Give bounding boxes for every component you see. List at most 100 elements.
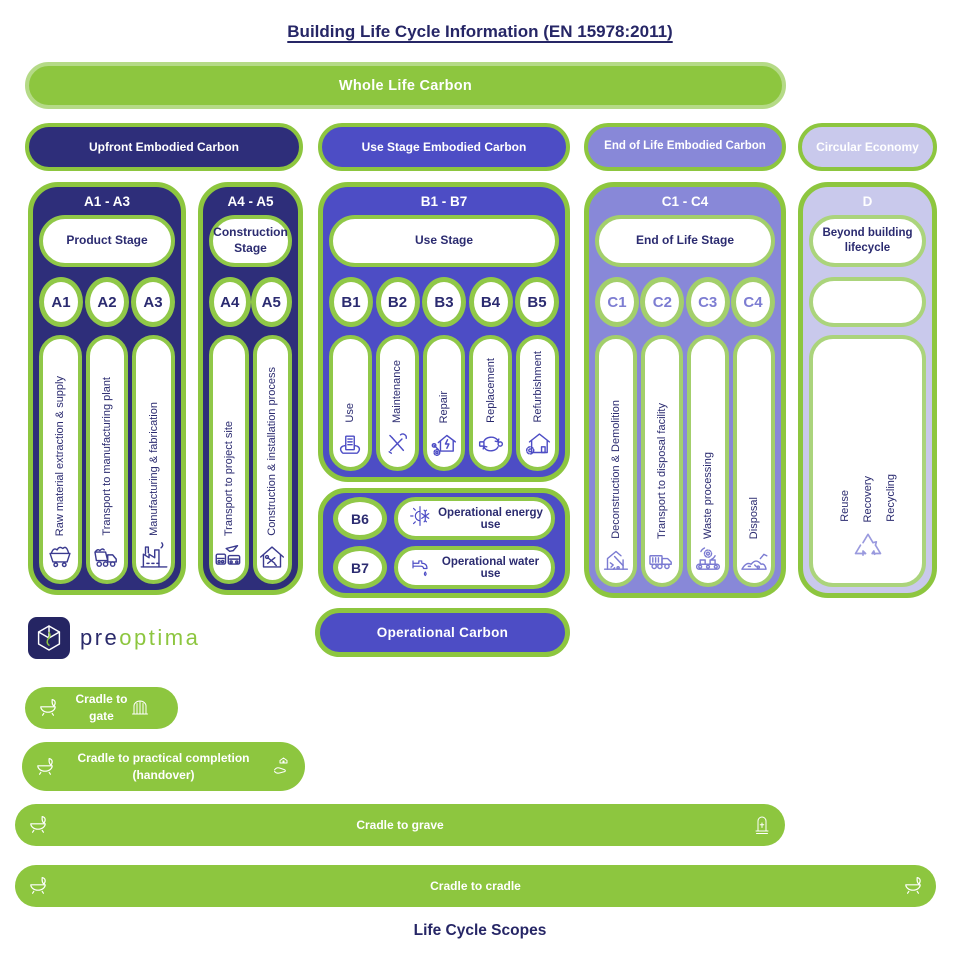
column-code: C1 - C4: [661, 194, 709, 209]
column-code: D: [862, 194, 873, 209]
d-label-reuse: Reuse: [838, 490, 851, 522]
pill-b4: Replacement: [469, 335, 513, 471]
module-pills: Raw material extraction & supply Transpo…: [39, 335, 176, 584]
stage-label: Product Stage: [66, 233, 148, 248]
module-circles: B1 B2 B3 B4 B5: [329, 277, 559, 327]
pill-a3: Manufacturing & fabrication: [132, 335, 176, 584]
header-circular-economy: Circular Economy: [798, 123, 937, 171]
module-circles: C1 C2 C3 C4: [595, 277, 775, 327]
pill-b2: Maintenance: [375, 335, 419, 471]
wrench-hand-icon: [380, 426, 414, 462]
d-label-recycling: Recycling: [884, 474, 897, 522]
module-pills: Deconstruction & Demolition Transport to…: [595, 335, 775, 587]
header-upfront-embodied-carbon: Upfront Embodied Carbon: [25, 123, 303, 171]
operational-carbon-label: Operational Carbon: [376, 625, 509, 640]
header-end-of-life-embodied-carbon: End of Life Embodied Carbon: [584, 123, 786, 171]
page-title: Building Life Cycle Information (EN 1597…: [287, 22, 673, 41]
pill-label: Raw material extraction & supply: [54, 375, 67, 536]
stage-label: End of Life Stage: [635, 233, 734, 248]
circle-a1: A1: [39, 277, 83, 327]
b6-row: B6 Operational energy use: [333, 497, 555, 540]
mine-cart-icon: [43, 539, 77, 575]
stage-label: Beyond building lifecycle: [822, 227, 913, 254]
faucet-drop-icon: [406, 551, 434, 584]
circle-c4: C4: [730, 277, 775, 327]
operational-energy-pill: Operational energy use: [394, 497, 555, 540]
scope-label: Cradle to grave: [356, 817, 444, 832]
operational-carbon-banner: Operational Carbon: [315, 608, 570, 657]
scope-cradle-to-gate: Cradle to gate: [25, 687, 178, 729]
circle-c2: C2: [640, 277, 685, 327]
preoptima-logo: preoptima: [28, 616, 200, 660]
circle-b6: B6: [333, 497, 387, 540]
header-label: Use Stage Embodied Carbon: [361, 139, 527, 154]
circle-c1: C1: [595, 277, 639, 327]
pill-label: Transport to project site: [222, 420, 235, 536]
pill-label: Disposal: [748, 496, 760, 539]
product-stage-pill: Product Stage: [39, 215, 175, 267]
header-label: End of Life Embodied Carbon: [604, 140, 766, 153]
module-circles: A1 A2 A3: [39, 277, 175, 327]
d-label-recovery: Recovery: [861, 475, 874, 522]
d-content-box: Reuse Recovery Recycling: [809, 335, 926, 587]
hand-house-icon: [274, 757, 288, 774]
cradle-icon: [37, 757, 53, 775]
pill-c2: Transport to disposal facility: [641, 335, 683, 587]
scope-label: Cradle to gate: [75, 692, 128, 723]
recycle-icon: [848, 526, 888, 571]
pill-label: Transport to disposal facility: [656, 403, 668, 539]
stage-label: Construction Stage: [213, 225, 288, 255]
pill-c4: Disposal: [733, 335, 775, 587]
scope-label: Cradle to cradle: [430, 878, 521, 893]
construction-stage-pill: Construction Stage: [209, 215, 292, 267]
column-c1-c4: C1 - C4 End of Life Stage C1 C2 C3 C4 De…: [584, 182, 786, 598]
module-circles: A4 A5: [209, 277, 292, 327]
cradle-icon: [30, 816, 46, 833]
column-code: A1 - A3: [83, 194, 130, 209]
pill-a2: Transport to manufacturing plant: [85, 335, 129, 584]
pill-label: Repair: [437, 390, 450, 423]
scope-cradle-to-grave: Cradle to grave: [15, 804, 785, 846]
b7-row: B7 Operational water use: [333, 546, 555, 589]
header-label: Circular Economy: [816, 139, 919, 154]
circle-b3: B3: [422, 277, 466, 327]
pill-a1: Raw material extraction & supply: [39, 335, 82, 584]
sun-snowflake-icon: [406, 502, 434, 535]
factory-icon: [137, 539, 171, 575]
d-labels: Reuse Recovery Recycling: [839, 345, 897, 522]
pill-label: Replacement: [484, 358, 497, 423]
pill-a5: Construction & installation process: [252, 335, 292, 584]
circle-b1: B1: [329, 277, 373, 327]
module-pills: Use Maintenance Repair Replacement: [329, 335, 559, 471]
house-repair-icon: [427, 426, 461, 462]
pill-label: Construction & installation process: [266, 367, 279, 536]
b6-label: Operational energy use: [438, 506, 543, 531]
pill-label: Use: [344, 403, 357, 423]
building-hands-icon: [333, 426, 367, 462]
module-pills: Transport to project site Construction &…: [209, 335, 292, 584]
pill-label: Waste processing: [702, 451, 714, 539]
circle-b7: B7: [333, 546, 387, 589]
pill-a4: Transport to project site: [209, 335, 249, 584]
pill-c3: Waste processing: [687, 335, 729, 587]
whole-life-carbon-label: Whole Life Carbon: [338, 77, 473, 94]
column-b6-b7: B6 Operational energy use B7 Operational…: [318, 488, 570, 598]
life-cycle-scopes-title: Life Cycle Scopes: [413, 922, 547, 939]
circle-c3: C3: [685, 277, 730, 327]
cradle-icon: [905, 877, 921, 894]
d-empty-pill: [809, 277, 926, 327]
tombstone-icon: [755, 816, 769, 834]
pill-label: Transport to manufacturing plant: [101, 377, 113, 536]
column-code: A4 - A5: [227, 194, 274, 209]
pill-b3: Repair: [422, 335, 466, 471]
cradle-icon: [30, 877, 46, 894]
stage-label: Use Stage: [414, 233, 474, 248]
use-stage-pill: Use Stage: [329, 215, 559, 267]
circle-b2: B2: [375, 277, 420, 327]
house-gear-icon: [521, 426, 555, 462]
circle-b4: B4: [468, 277, 513, 327]
end-of-life-stage-pill: End of Life Stage: [595, 215, 775, 267]
house-tools-icon: [255, 539, 289, 575]
beyond-building-lifecycle-pill: Beyond building lifecycle: [809, 215, 926, 267]
pill-label: Refurbishment: [531, 351, 544, 423]
